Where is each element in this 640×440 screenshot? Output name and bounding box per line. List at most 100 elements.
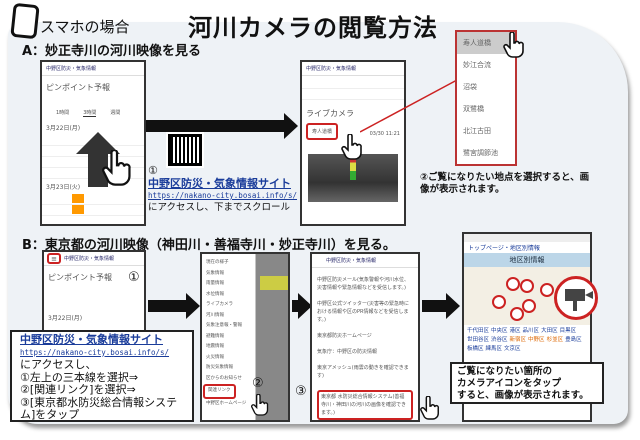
- ward-link[interactable]: 豊島区: [565, 337, 582, 343]
- ward-link[interactable]: 大田区: [541, 328, 558, 334]
- ward-link[interactable]: 中央区: [491, 328, 508, 334]
- camera-marker[interactable]: [506, 277, 520, 291]
- menu-item[interactable]: 火災情報: [206, 354, 224, 360]
- instructions-box: 中野区防災・気象情報サイト https://nakano-city.bosai.…: [10, 330, 194, 422]
- step1-text: ① 中野区防災・気象情報サイト https://nakano-city.bosa…: [148, 164, 297, 214]
- ward-link[interactable]: 新宿区: [509, 337, 527, 343]
- menu-item[interactable]: 雨量情報: [206, 281, 224, 286]
- final-step-line: ご覧になりたい箇所の: [457, 366, 553, 377]
- dropdown-option[interactable]: 鷺宮調節池: [463, 149, 498, 157]
- menu-item[interactable]: 気象情報: [206, 270, 224, 276]
- step2-text: ②ご覧になりたい地点を選択すると、画像が表示されます。: [420, 172, 590, 195]
- menu-item[interactable]: 気象注意報・警報: [206, 323, 242, 328]
- tab-1h[interactable]: 1時間: [56, 110, 70, 116]
- scroll-up-arrow-shaft: [88, 153, 108, 187]
- camera-marker[interactable]: [492, 295, 506, 309]
- instruction-line: ①左上の三本線を選択⇒: [20, 370, 139, 384]
- map-title: 地区別情報: [464, 253, 590, 267]
- subtitle: スマホの場合: [40, 18, 130, 36]
- menu-item[interactable]: 区からのお知らせ: [206, 375, 242, 381]
- step-marker-3: ③: [295, 384, 307, 399]
- ward-link[interactable]: 練馬区: [485, 346, 503, 352]
- hand-pointer-icon: [503, 32, 524, 58]
- section-b-heading: B：東京都の河川映像（神田川・善福寺川・妙正寺川）を見る。: [22, 238, 396, 253]
- dropdown-option[interactable]: 双鷺橋: [463, 105, 484, 113]
- arrow-right-icon: [148, 293, 200, 319]
- camera-icon[interactable]: [554, 276, 598, 320]
- site-header: 中野区防災・気象情報: [42, 62, 144, 76]
- arrow-right-icon: [422, 293, 460, 319]
- ward-link[interactable]: 杉並区: [546, 337, 564, 343]
- smartphone-icon: [10, 2, 40, 40]
- camera-marker[interactable]: [520, 279, 534, 293]
- dropdown-option[interactable]: 妙江合流: [463, 61, 491, 69]
- camera-marker[interactable]: [522, 299, 536, 313]
- menu-item[interactable]: 現在の様子: [206, 260, 229, 265]
- ward-link[interactable]: 中野区: [528, 337, 545, 343]
- camera-marker[interactable]: [540, 283, 554, 297]
- link-item[interactable]: 中野区公式ツイッター(災害等の緊急時における情報や区のPR情報などを受信します。…: [317, 301, 409, 323]
- menu-item-related-links[interactable]: 関連リンク: [203, 384, 236, 399]
- instruction-line: ②[関連リンク]を選択⇒: [20, 383, 136, 396]
- final-step-line: すると、画像が表示されます。: [457, 390, 589, 401]
- site-link[interactable]: 中野区防災・気象情報サイト: [148, 177, 291, 190]
- step1-instruction: にアクセスし、下までスクロール: [148, 202, 291, 213]
- screen-side-menu: 現在の様子 気象情報 雨量情報 水位情報 ライブカメラ 河川情報 気象注意報・警…: [200, 252, 290, 422]
- menu-item[interactable]: 地震情報: [206, 344, 224, 349]
- menu-item[interactable]: 河川情報: [206, 312, 224, 318]
- ward-link[interactable]: 板橋区: [467, 346, 484, 352]
- step1-marker: ①: [148, 164, 158, 177]
- camera-marker[interactable]: [510, 307, 524, 321]
- ward-link[interactable]: 目黒区: [559, 328, 577, 334]
- link-item[interactable]: 気象庁：中野区の防災情報: [317, 349, 378, 355]
- dropdown-option[interactable]: 北江古田: [463, 127, 491, 135]
- site-header: 中野区防災・気象情報: [44, 252, 144, 266]
- ward-link[interactable]: 品川区: [522, 328, 540, 334]
- arrow-right-icon: [292, 293, 312, 319]
- site-header: 中野区防災・気象情報: [302, 62, 404, 76]
- dropdown-option[interactable]: 沼袋: [463, 83, 477, 91]
- menu-item[interactable]: 避難情報: [206, 333, 224, 339]
- arrow-right-icon: [146, 113, 298, 139]
- date-label: 3月22日(月): [46, 125, 81, 132]
- instruction-line: ③[東京都水防災総合情報システム]をタップ: [20, 395, 178, 421]
- instruction-line: にアクセスし、: [20, 358, 97, 371]
- ward-link[interactable]: 文京区: [504, 346, 521, 352]
- breadcrumb[interactable]: トップページ・地区別情報: [468, 245, 540, 252]
- menu-item[interactable]: ライブカメラ: [206, 302, 233, 307]
- step-marker-1: ①: [128, 270, 140, 285]
- final-step-line: カメラアイコンをタップ: [457, 378, 562, 389]
- link-item[interactable]: 東京都防災ホームページ: [317, 333, 372, 339]
- qr-code[interactable]: [166, 132, 204, 168]
- menu-item[interactable]: 中野区ホームページ: [206, 400, 247, 406]
- screen-live-camera: 中野区防災・気象情報 ライブカメラ 寿人道橋 03/30 11:21: [300, 60, 406, 226]
- ward-link[interactable]: 渋谷区: [491, 337, 508, 343]
- site-header: 中野区防災・気象情報: [312, 254, 418, 268]
- ward-link[interactable]: 港区: [509, 328, 521, 334]
- ward-link[interactable]: 千代田区: [467, 328, 490, 334]
- site-url[interactable]: https://nakano-city.bosai.info/s/: [20, 347, 170, 357]
- site-url[interactable]: https://nakano-city.bosai.info/s/: [148, 191, 298, 200]
- site-link[interactable]: 中野区防災・気象情報サイト: [20, 333, 163, 346]
- link-item[interactable]: 東京アメッシュ(雨雲の動きを確認できます): [317, 365, 409, 379]
- menu-item[interactable]: 防災気象情報: [206, 365, 233, 370]
- screen-related-links: 中野区防災・気象情報 中野区防災メール(気象警報や河川水位、災害情報や緊急情報な…: [310, 252, 420, 422]
- link-tokyo-flood-system[interactable]: 東京都 水防災総合情報システム(善福寺川・神田川の河川の画像を確認できます。): [317, 390, 413, 420]
- camera-timestamp: 03/30 11:21: [369, 131, 400, 137]
- step-marker-2: ②: [252, 376, 264, 391]
- menu-item[interactable]: 水位情報: [206, 291, 224, 297]
- date-label: 3月22日(月): [48, 315, 83, 322]
- point-select[interactable]: 寿人道橋: [306, 123, 339, 140]
- final-step-box: ご覧になりたい箇所の カメラアイコンをタップ すると、画像が表示されます。: [450, 362, 604, 404]
- link-item[interactable]: 中野区防災メール(気象警報や河川水位、災害情報や緊急情報などを受信します。): [317, 277, 409, 291]
- dropdown-option[interactable]: 寿人道橋: [457, 32, 515, 54]
- live-camera-heading: ライブカメラ: [306, 109, 354, 118]
- tab-week[interactable]: 週間: [110, 110, 121, 116]
- camera-image: [308, 154, 398, 202]
- forecast-title: ピンポイント予報: [46, 83, 110, 92]
- ward-link[interactable]: 世田谷区: [467, 337, 490, 343]
- hamburger-menu-icon[interactable]: ≡: [47, 253, 61, 264]
- tab-3h[interactable]: 3時間: [83, 110, 97, 117]
- point-dropdown[interactable]: 寿人道橋 妙江合流 沼袋 双鷺橋 北江古田 鷺宮調節池: [455, 30, 517, 166]
- highlight-bar: [260, 276, 288, 290]
